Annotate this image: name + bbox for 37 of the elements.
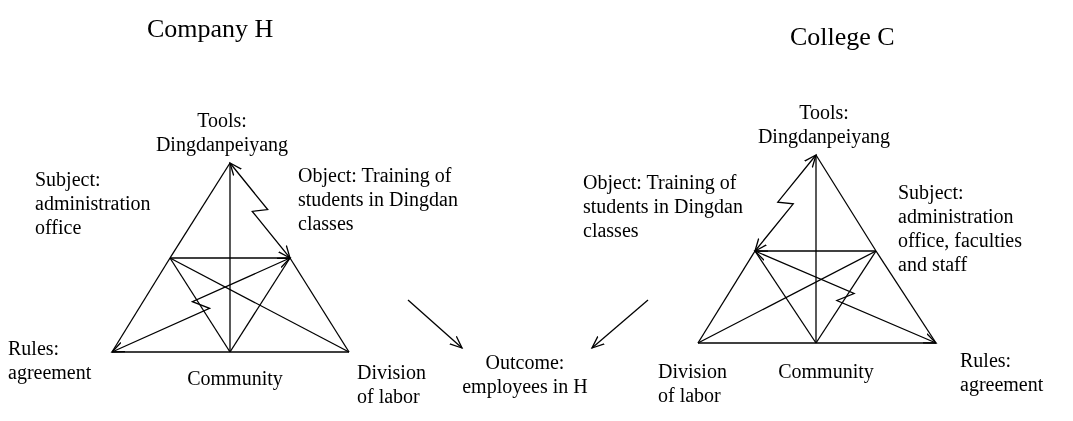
arrow bbox=[591, 299, 649, 349]
system-heading: College C bbox=[790, 22, 895, 52]
node-label: Outcome: employees in H bbox=[461, 350, 589, 398]
double-arrow bbox=[111, 257, 291, 353]
arrow bbox=[407, 299, 463, 349]
node-label: Subject: administration office bbox=[35, 167, 152, 239]
system-heading: Company H bbox=[147, 14, 274, 44]
connector-line bbox=[229, 257, 291, 353]
node-label: Community bbox=[777, 359, 875, 383]
double-arrow bbox=[754, 250, 937, 344]
connector-line bbox=[815, 250, 877, 344]
node-label: Tools: Dingdanpeiyang bbox=[155, 108, 289, 156]
node-label: Object: Training of students in Dingdan classes bbox=[583, 170, 744, 242]
double-arrow bbox=[229, 162, 291, 259]
connector-line bbox=[754, 250, 817, 344]
connector-line bbox=[815, 154, 817, 344]
node-label: Community bbox=[186, 366, 284, 390]
connector-line bbox=[229, 162, 231, 353]
connector-line bbox=[815, 154, 877, 252]
node-label: Object: Training of students in Dingdan classes bbox=[298, 163, 459, 235]
connector-line bbox=[111, 257, 171, 353]
connector-line bbox=[697, 250, 756, 344]
connector-line bbox=[875, 250, 937, 344]
node-label: Division of labor bbox=[357, 360, 427, 408]
node-label: Division of labor bbox=[658, 359, 728, 407]
node-label: Subject: administration office, faculties and staff bbox=[898, 180, 1023, 276]
connector-line bbox=[169, 162, 231, 259]
node-label: Tools: Dingdanpeiyang bbox=[757, 100, 891, 148]
connector-line bbox=[169, 257, 231, 353]
node-label: Rules: agreement bbox=[960, 348, 1045, 396]
connector-line bbox=[229, 351, 350, 353]
double-arrow bbox=[754, 154, 817, 252]
connector-line bbox=[697, 342, 817, 344]
connector-line bbox=[169, 257, 350, 353]
connector-line bbox=[289, 257, 350, 353]
node-label: Rules: agreement bbox=[8, 336, 93, 384]
connector-line bbox=[697, 250, 877, 344]
